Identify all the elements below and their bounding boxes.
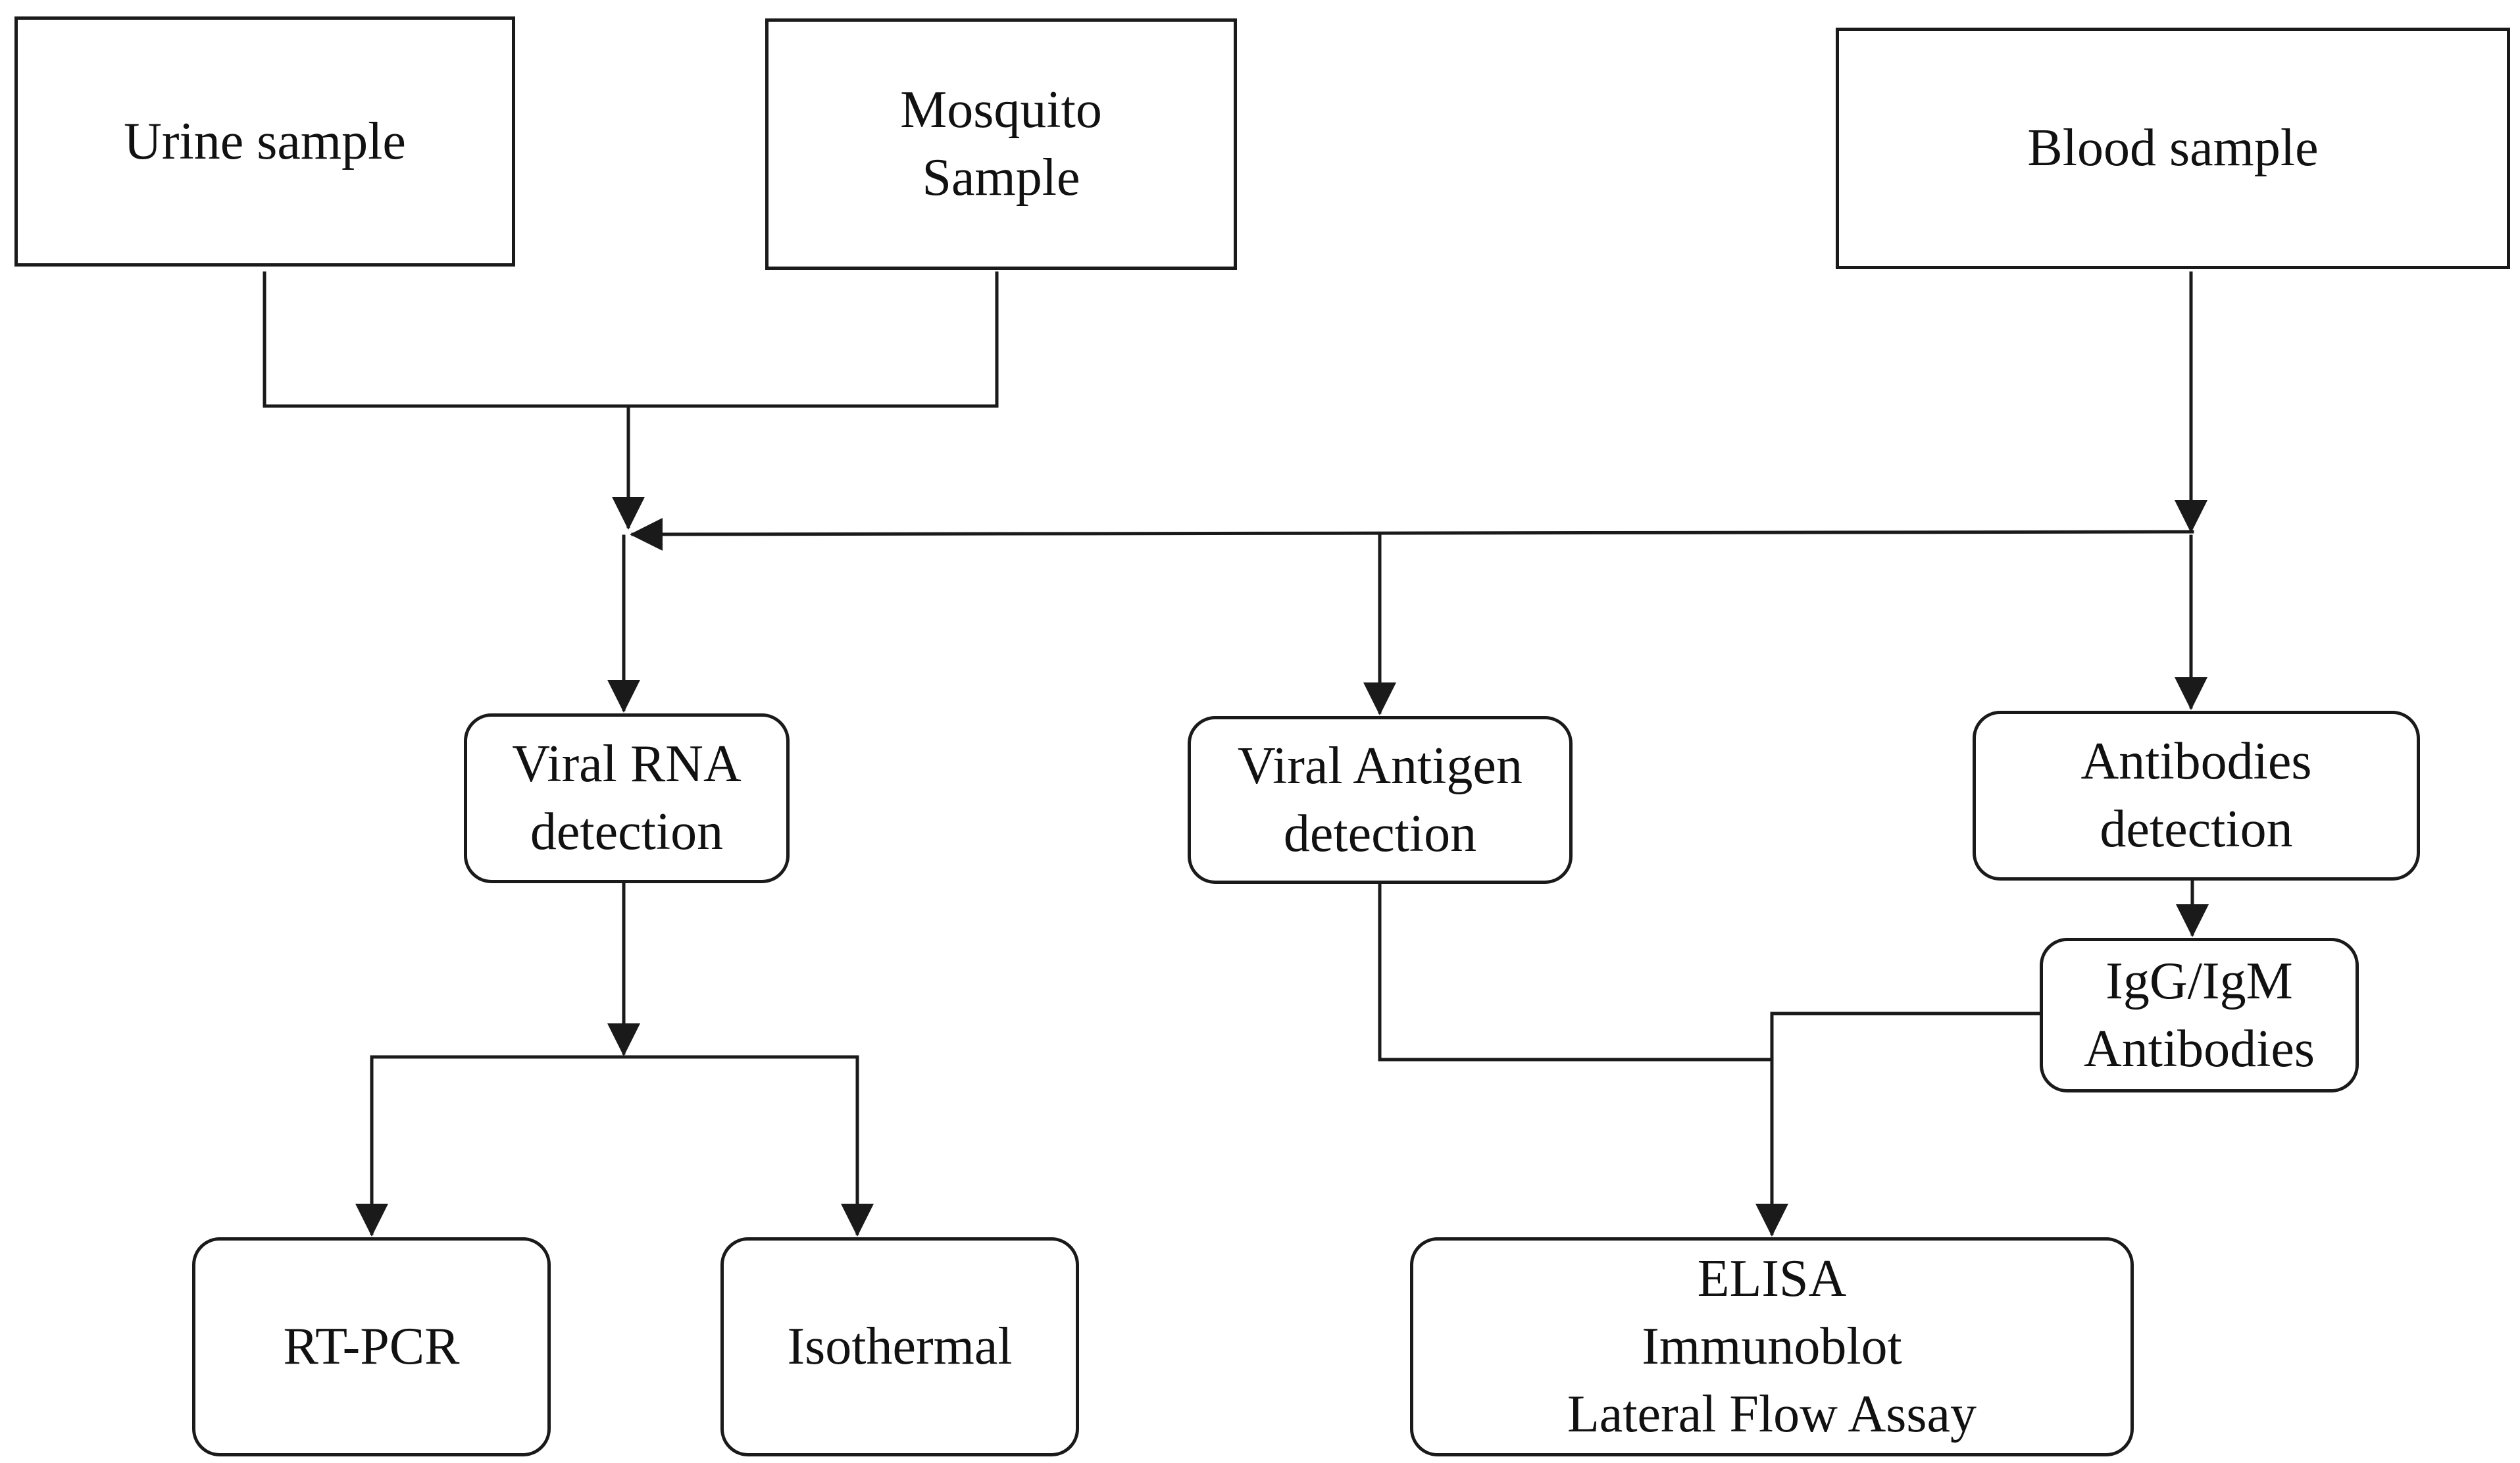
blood-sample-box: Blood sample: [1836, 28, 2510, 269]
viral-rna-detection-box: Viral RNA detection: [464, 713, 790, 883]
isothermal-label: Isothermal: [787, 1318, 1013, 1375]
viral-antigen-detection-box: Viral Antigen detection: [1188, 716, 1573, 884]
antibodies-label-line-1: Antibodies: [2080, 732, 2312, 790]
mosquito-sample-box: Mosquito Sample: [765, 18, 1237, 270]
immunoassay-methods-box: ELISA Immunoblot Lateral Flow Assay: [1410, 1237, 2134, 1456]
igg-igm-label-line-2: Antibodies: [2083, 1019, 2315, 1078]
urine-sample-label: Urine sample: [124, 112, 406, 170]
igg-igm-antibodies-box: IgG/IgM Antibodies: [2040, 938, 2359, 1092]
immunoblot-label: Immunoblot: [1642, 1318, 1902, 1375]
isothermal-box: Isothermal: [720, 1237, 1079, 1456]
igg-igm-label-line-1: IgG/IgM: [2105, 952, 2293, 1010]
urine-connector: [263, 271, 999, 408]
viral-rna-label-line-2: detection: [530, 803, 724, 861]
elisa-label: ELISA: [1697, 1250, 1847, 1308]
urine-sample-box: Urine sample: [14, 16, 515, 267]
lateral-flow-assay-label: Lateral Flow Assay: [1567, 1385, 1977, 1443]
antigen-to-assays-line: [1378, 882, 1774, 1062]
blood-sample-label: Blood sample: [2027, 119, 2319, 177]
mosquito-sample-label-line-1: Mosquito: [900, 81, 1102, 139]
blood-to-rna-arrow: [630, 517, 2194, 551]
antibodies-label-line-2: detection: [2100, 800, 2293, 858]
viral-rna-label-line-1: Viral RNA: [512, 735, 742, 793]
igg-to-assays-line: [1770, 1012, 2042, 1062]
viral-antigen-label-line-1: Viral Antigen: [1238, 736, 1523, 795]
rt-pcr-box: RT-PCR: [192, 1237, 551, 1456]
antibodies-detection-box: Antibodies detection: [1973, 711, 2420, 881]
viral-antigen-label-line-2: detection: [1283, 804, 1477, 863]
rt-pcr-label: RT-PCR: [283, 1318, 460, 1375]
mosquito-sample-label-line-2: Sample: [922, 149, 1080, 207]
